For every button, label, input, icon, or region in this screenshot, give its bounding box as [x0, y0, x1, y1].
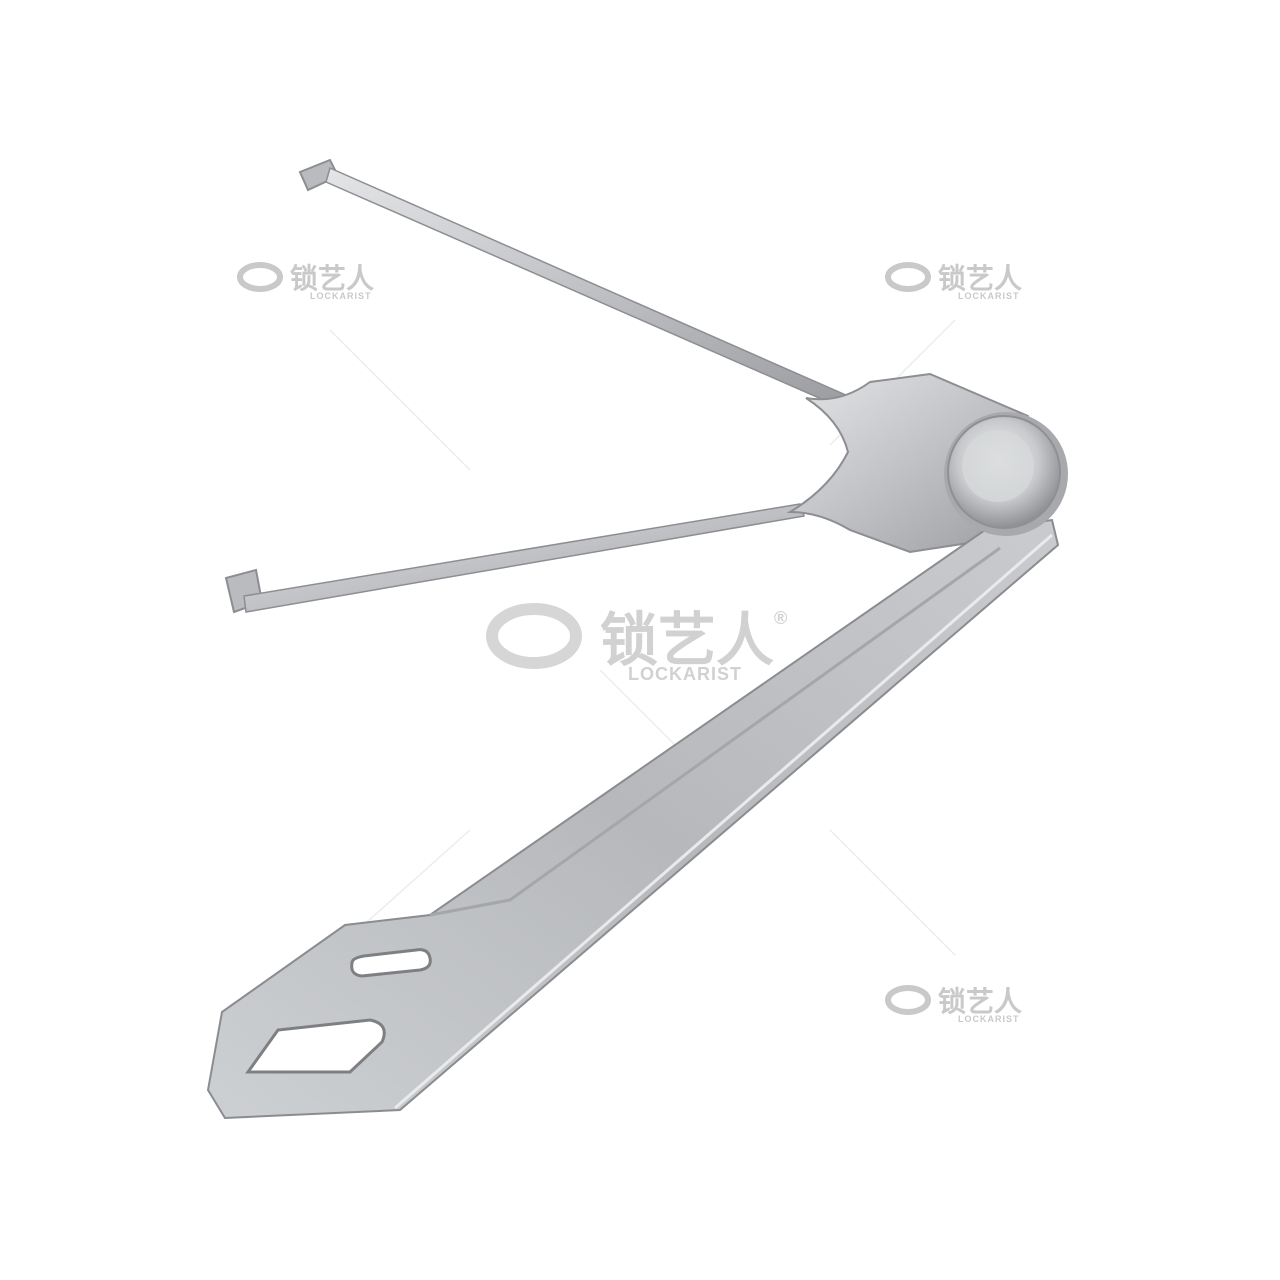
- pivot-rivet: [944, 412, 1068, 536]
- svg-text:LOCKARIST: LOCKARIST: [310, 291, 372, 301]
- svg-text:锁艺人: 锁艺人: [938, 985, 1022, 1017]
- watermark-center: 锁艺人 ® LOCKARIST: [486, 603, 787, 684]
- svg-text:®: ®: [774, 608, 787, 628]
- svg-text:LOCKARIST: LOCKARIST: [628, 664, 742, 684]
- handle: [206, 518, 1060, 1120]
- watermark-top-left: 锁艺人 LOCKARIST: [237, 262, 374, 301]
- svg-text:LOCKARIST: LOCKARIST: [958, 1014, 1020, 1024]
- watermark-bottom-right: 锁艺人 LOCKARIST: [885, 985, 1022, 1024]
- lower-pick: [224, 503, 805, 614]
- watermark-top-right: 锁艺人 LOCKARIST: [885, 262, 1022, 301]
- svg-text:锁艺人: 锁艺人: [938, 262, 1022, 294]
- svg-text:锁艺人: 锁艺人: [290, 262, 374, 294]
- svg-text:LOCKARIST: LOCKARIST: [958, 291, 1020, 301]
- svg-text:锁艺人: 锁艺人: [600, 608, 774, 673]
